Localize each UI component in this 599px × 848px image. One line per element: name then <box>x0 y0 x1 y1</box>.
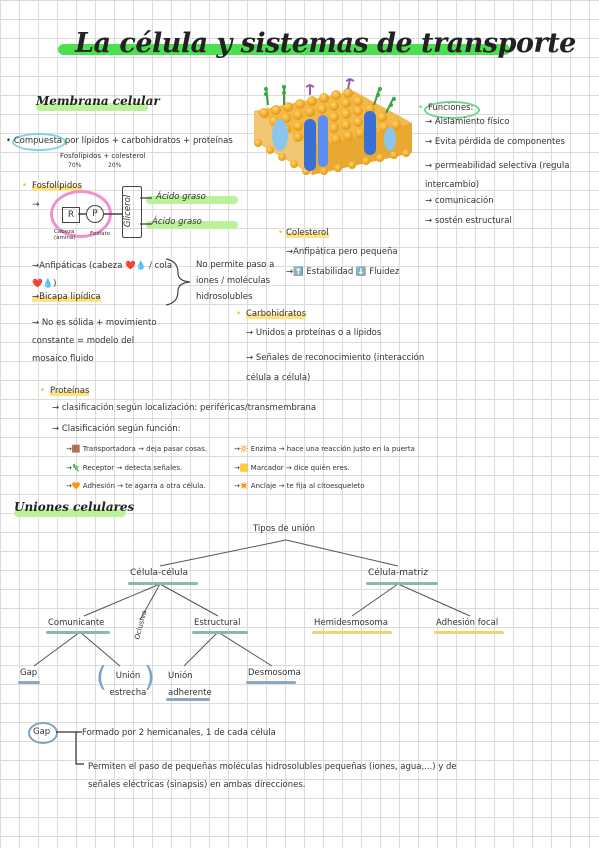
p-circle: P <box>86 205 104 223</box>
funcion-marcador: →🟨 Marcador → dice quién eres. <box>234 464 350 472</box>
fosfato-label: Fosfato <box>90 231 111 237</box>
funcion-receptor: →🦎 Receptor → detecta señales. <box>66 464 183 472</box>
acido1-label: Ácido graso <box>156 192 206 202</box>
membrana-heading: Membrana celular <box>36 94 160 108</box>
gap-label: Gap <box>33 727 51 737</box>
heading-highlight <box>14 509 126 517</box>
union-adherente: Unión adherente <box>168 671 212 698</box>
funcion-transportadora: →🟫 Transportadora → deja pasar cosas. <box>66 445 208 453</box>
acido1-highlight <box>146 196 238 204</box>
celula-celula: Célula-célula <box>130 568 188 578</box>
rp-connector <box>78 213 86 215</box>
underline <box>166 698 210 701</box>
adhesion-focal: Adhesión focal <box>436 618 499 628</box>
estructural: Estructural <box>194 618 241 628</box>
union-estrecha: Unión estrecha <box>109 671 147 698</box>
compuesta-text: • Compuesta por lípidos + carbohidratos … <box>6 136 233 146</box>
compuesta-oval <box>12 133 66 151</box>
brace <box>165 258 191 306</box>
desmosoma: Desmosoma <box>248 668 301 678</box>
acido2-highlight <box>146 221 238 229</box>
tipos-union: Tipos de unión <box>253 524 316 534</box>
title-highlight <box>58 44 510 55</box>
funcion-enzima: →🔆 Enzima → hace una reacción justo en l… <box>234 445 415 453</box>
gap-leaf: Gap <box>20 668 38 678</box>
acid-lines <box>140 197 152 225</box>
uniones-heading: Uniones celulares <box>14 500 135 514</box>
pg-connector <box>104 213 122 215</box>
gap-branch-lines <box>56 731 84 765</box>
no-solida-text: → No es sólida + movimiento constante = … <box>32 318 157 364</box>
funciones-oval <box>424 101 480 119</box>
colest-pct: 20% <box>108 162 122 169</box>
fosfolipidos-heading: Fosfolípidos <box>32 181 82 191</box>
proteinas-heading: Proteínas <box>50 386 90 396</box>
funcion-item: → Evita pérdida de componentes <box>425 137 565 147</box>
anfipaticas-text: →Anfipáticas (cabeza ❤️💧 / cola ❤️💧) <box>32 261 173 289</box>
underline <box>18 681 40 684</box>
proteinas-l1: → clasificación según localización: peri… <box>52 403 317 413</box>
comunicante: Comunicante <box>48 618 105 628</box>
acido2-label: Ácido graso <box>152 217 202 227</box>
colesterol-l2: →⬆️ Estabilidad ⬇️ Fluidez <box>286 267 400 277</box>
gap-l2: Permiten el paso de pequeñas moléculas h… <box>88 762 457 790</box>
celula-matriz: Célula-matriz <box>368 568 429 578</box>
bullet-yellow: • <box>22 181 28 191</box>
bullet-yellow: • <box>40 386 46 396</box>
underline <box>312 631 392 634</box>
funcion-item: → Aislamiento físico <box>425 117 510 127</box>
underline <box>434 631 504 634</box>
uniones-tree-lines <box>33 539 471 667</box>
membrane-illustration <box>254 77 412 175</box>
underline <box>246 681 296 684</box>
fosfo-pct: 70% <box>68 162 82 169</box>
carbohidratos-heading: Carbohidratos <box>246 309 307 319</box>
gap-circle <box>28 722 58 744</box>
underline <box>46 631 110 634</box>
colesterol-l1: →Anfipática pero pequeña <box>286 247 398 257</box>
funcion-adhesion: →🧡 Adhesión → te agarra a otra célula. <box>66 482 206 490</box>
paren-right: ) <box>144 660 155 693</box>
bullet-green: • <box>418 103 424 113</box>
paren-left: ( <box>96 660 107 693</box>
funciones-heading: Funciones: <box>428 103 474 113</box>
carbohidratos-l1: → Unidos a proteínas o a lípidos <box>246 328 382 338</box>
proteinas-l2: → Clasificación según función: <box>52 424 181 434</box>
bullet-yellow: • <box>236 309 242 319</box>
r-box: R <box>62 207 80 223</box>
underline <box>192 631 248 634</box>
funcion-item: → comunicación <box>425 196 494 206</box>
bullet-yellow: • <box>278 228 284 238</box>
funcion-item: → permeabilidad selectiva (regula interc… <box>425 161 570 190</box>
hemidesmosoma: Hemidesmosoma <box>314 618 388 628</box>
gap-l1: Formado por 2 hemicanales, 1 de cada cél… <box>82 728 276 738</box>
funcion-item: → sostén estructural <box>425 216 512 226</box>
glicerol-box <box>122 186 142 238</box>
bicapa-text: →Bicapa lipídica <box>32 292 101 302</box>
cabeza-label: Cabeza (amina) <box>54 229 76 241</box>
no-permite-text: No permite paso a iones / moléculas hidr… <box>196 260 275 302</box>
glicerol-label: Glicerol <box>123 194 134 228</box>
fosfo-note: Fosfolípidos + colesterol <box>60 152 146 160</box>
heading-highlight <box>36 103 148 111</box>
page-title: La célula y sistemas de transporte <box>75 28 576 59</box>
fosfo-arrow: → <box>32 200 40 210</box>
funcion-anclaje: →✴️ Anclaje → te fija al citoesqueleto <box>234 482 365 490</box>
carbohidratos-l2: → Señales de reconocimiento (interacción… <box>246 353 425 383</box>
colesterol-heading: Colesterol <box>286 228 329 238</box>
underline <box>366 582 438 585</box>
underline <box>128 582 198 585</box>
